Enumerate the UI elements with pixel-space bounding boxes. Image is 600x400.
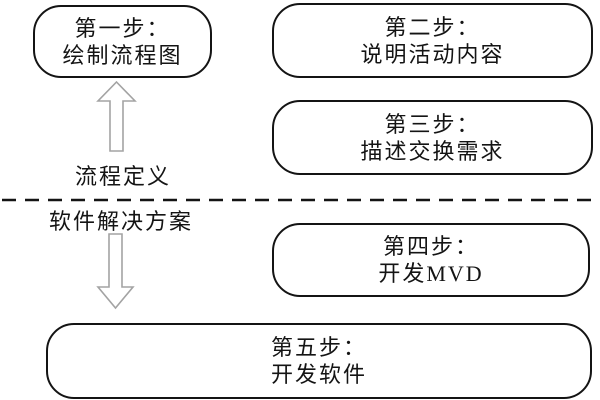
step1-box: 第一步： 绘制流程图 [33, 5, 212, 78]
step2-box: 第二步： 说明活动内容 [272, 3, 593, 78]
step4-box: 第四步： 开发MVD [272, 223, 590, 297]
step2-description: 说明活动内容 [360, 41, 505, 67]
step5-box: 第五步： 开发软件 [46, 323, 592, 399]
step3-description: 描述交换需求 [360, 138, 505, 164]
step4-title: 第四步： [382, 234, 479, 259]
up-arrow-icon [96, 80, 137, 152]
step3-box: 第三步： 描述交换需求 [272, 100, 593, 175]
step5-title: 第五步： [270, 335, 367, 360]
step3-title: 第三步： [384, 111, 481, 137]
step5-description: 开发软件 [270, 362, 367, 387]
process-definition-label: 流程定义 [74, 164, 171, 189]
software-solution-label: 软件解决方案 [48, 209, 193, 234]
step2-title: 第二步： [384, 14, 481, 40]
down-arrow-icon [96, 233, 135, 310]
step1-description: 绘制流程图 [62, 42, 183, 68]
step4-description: 开发MVD [378, 261, 484, 286]
step1-title: 第一步： [74, 15, 171, 41]
